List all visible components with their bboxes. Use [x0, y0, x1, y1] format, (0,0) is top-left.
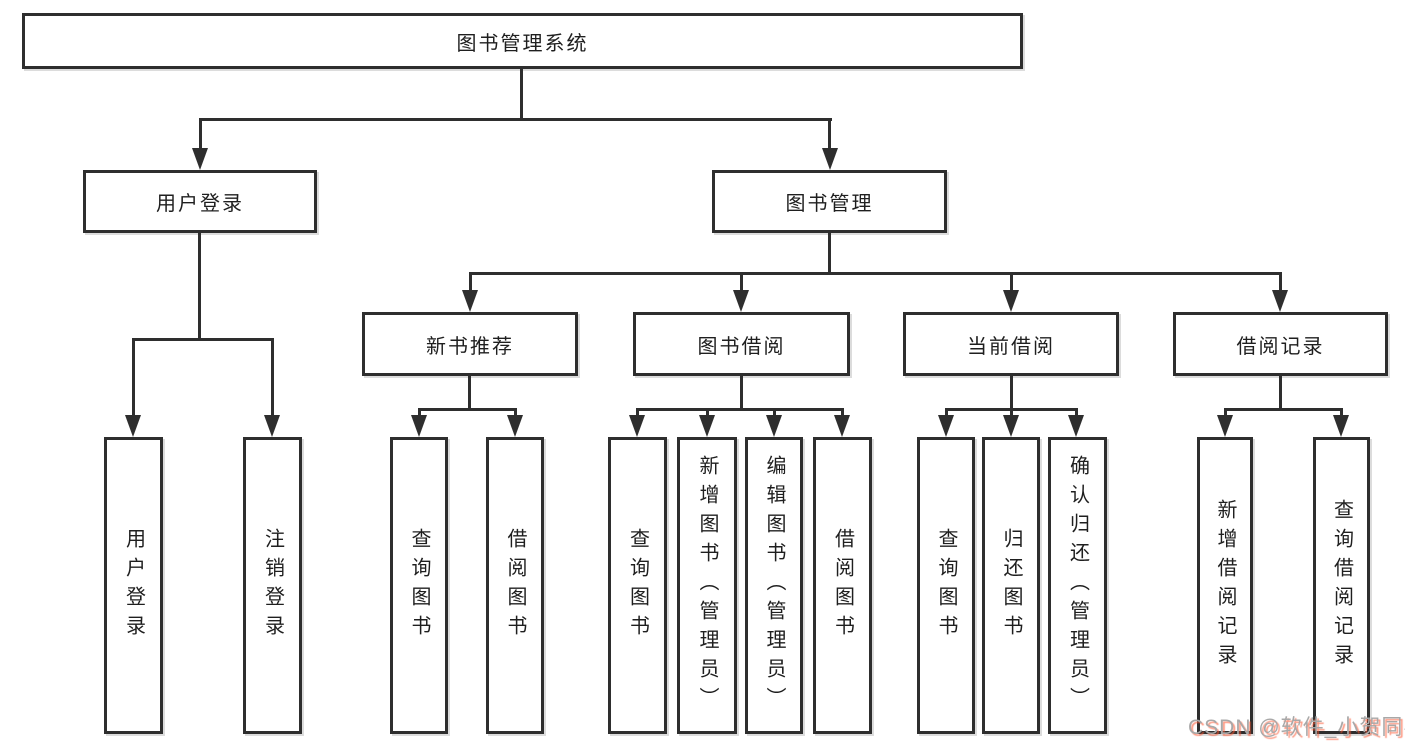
- arrow-down-icon: [507, 415, 523, 437]
- leaf-return-book: 归还图书: [982, 437, 1040, 734]
- node-new-book-recommend-label: 新书推荐: [426, 335, 514, 358]
- connector-line: [469, 272, 472, 292]
- leaf-user-login: 用户登录: [104, 437, 163, 734]
- connector-line: [706, 408, 709, 417]
- leaf-borrow-book: 借阅图书: [813, 437, 872, 734]
- node-book-management-label: 图书管理: [785, 193, 874, 215]
- node-book-management: 图书管理: [712, 170, 947, 233]
- connector-line: [520, 69, 523, 118]
- node-book-borrow: 图书借阅: [633, 312, 850, 376]
- leaf-query-book-current-label: 查询图书: [935, 527, 957, 644]
- node-borrow-records: 借阅记录: [1173, 312, 1388, 376]
- leaf-edit-book-admin: 编辑图书（管理员）: [745, 437, 803, 734]
- connector-line: [636, 408, 639, 417]
- connector-line: [1224, 408, 1227, 417]
- arrow-down-icon: [629, 415, 645, 437]
- arrow-down-icon: [462, 290, 478, 312]
- connector-line: [828, 233, 831, 274]
- connector-line: [199, 118, 832, 121]
- leaf-logout-label: 注销登录: [261, 527, 284, 644]
- connector-line: [740, 376, 743, 408]
- leaf-query-book-borrow-label: 查询图书: [626, 527, 649, 644]
- leaf-query-borrow-record-label: 查询借阅记录: [1330, 498, 1353, 673]
- connector-line: [1224, 408, 1343, 411]
- leaf-add-borrow-record-label: 新增借阅记录: [1214, 498, 1236, 673]
- leaf-query-book-recommend: 查询图书: [390, 437, 448, 734]
- connector-line: [514, 408, 517, 417]
- connector-line: [1075, 408, 1078, 417]
- leaf-return-book-label: 归还图书: [1000, 527, 1022, 644]
- csdn-watermark: CSDN @软件_小贺同学: [1188, 716, 1405, 739]
- arrow-down-icon: [264, 415, 280, 437]
- node-user-login: 用户登录: [83, 170, 317, 233]
- leaf-add-book-admin: 新增图书（管理员）: [677, 437, 737, 734]
- connector-line: [418, 408, 517, 411]
- node-borrow-records-label: 借阅记录: [1236, 335, 1325, 358]
- arrow-down-icon: [192, 148, 208, 170]
- node-current-borrow-label: 当前借阅: [967, 335, 1055, 358]
- connector-line: [841, 408, 844, 417]
- arrow-down-icon: [766, 415, 782, 437]
- connector-line: [1010, 272, 1013, 292]
- connector-line: [1010, 376, 1013, 408]
- leaf-user-login-label: 用户登录: [122, 527, 145, 644]
- connector-line: [1010, 408, 1013, 417]
- leaf-logout: 注销登录: [243, 437, 302, 734]
- arrow-down-icon: [1333, 415, 1349, 437]
- leaf-add-borrow-record: 新增借阅记录: [1197, 437, 1253, 734]
- node-new-book-recommend: 新书推荐: [362, 312, 578, 376]
- arrow-down-icon: [699, 415, 715, 437]
- arrow-down-icon: [1003, 415, 1019, 437]
- leaf-confirm-return-admin-label: 确认归还（管理员）: [1066, 455, 1089, 716]
- arrow-down-icon: [411, 415, 427, 437]
- connector-line: [636, 408, 844, 411]
- connector-line: [132, 338, 135, 417]
- connector-line: [945, 408, 948, 417]
- node-book-borrow-label: 图书借阅: [697, 335, 786, 358]
- node-library-management-system-label: 图书管理系统: [456, 32, 589, 55]
- arrow-down-icon: [1217, 415, 1233, 437]
- node-current-borrow: 当前借阅: [903, 312, 1119, 376]
- arrow-down-icon: [1003, 290, 1019, 312]
- leaf-query-borrow-record: 查询借阅记录: [1313, 437, 1370, 734]
- connector-line: [271, 338, 274, 417]
- connector-line: [469, 272, 1282, 275]
- leaf-borrow-book-recommend: 借阅图书: [486, 437, 544, 734]
- leaf-query-book-recommend-label: 查询图书: [408, 527, 430, 644]
- arrow-down-icon: [1068, 415, 1084, 437]
- leaf-confirm-return-admin: 确认归还（管理员）: [1048, 437, 1107, 734]
- arrow-down-icon: [733, 290, 749, 312]
- connector-line: [740, 272, 743, 292]
- connector-line: [1279, 272, 1282, 292]
- leaf-query-book-current: 查询图书: [917, 437, 975, 734]
- connector-line: [1279, 376, 1282, 408]
- leaf-add-book-admin-label: 新增图书（管理员）: [696, 455, 718, 716]
- connector-line: [132, 338, 274, 341]
- arrow-down-icon: [125, 415, 141, 437]
- connector-line: [198, 233, 201, 338]
- leaf-borrow-book-label: 借阅图书: [831, 527, 854, 644]
- arrow-down-icon: [1272, 290, 1288, 312]
- leaf-query-book-borrow: 查询图书: [608, 437, 667, 734]
- connector-line: [773, 408, 776, 417]
- connector-line: [468, 376, 471, 408]
- connector-line: [828, 118, 831, 150]
- arrow-down-icon: [938, 415, 954, 437]
- connector-line: [199, 118, 202, 150]
- leaf-edit-book-admin-label: 编辑图书（管理员）: [763, 455, 785, 716]
- node-library-management-system: 图书管理系统: [22, 13, 1023, 69]
- node-user-login-label: 用户登录: [156, 193, 244, 215]
- arrow-down-icon: [822, 148, 838, 170]
- arrow-down-icon: [834, 415, 850, 437]
- connector-line: [418, 408, 421, 417]
- connector-line: [1340, 408, 1343, 417]
- leaf-borrow-book-recommend-label: 借阅图书: [504, 527, 526, 644]
